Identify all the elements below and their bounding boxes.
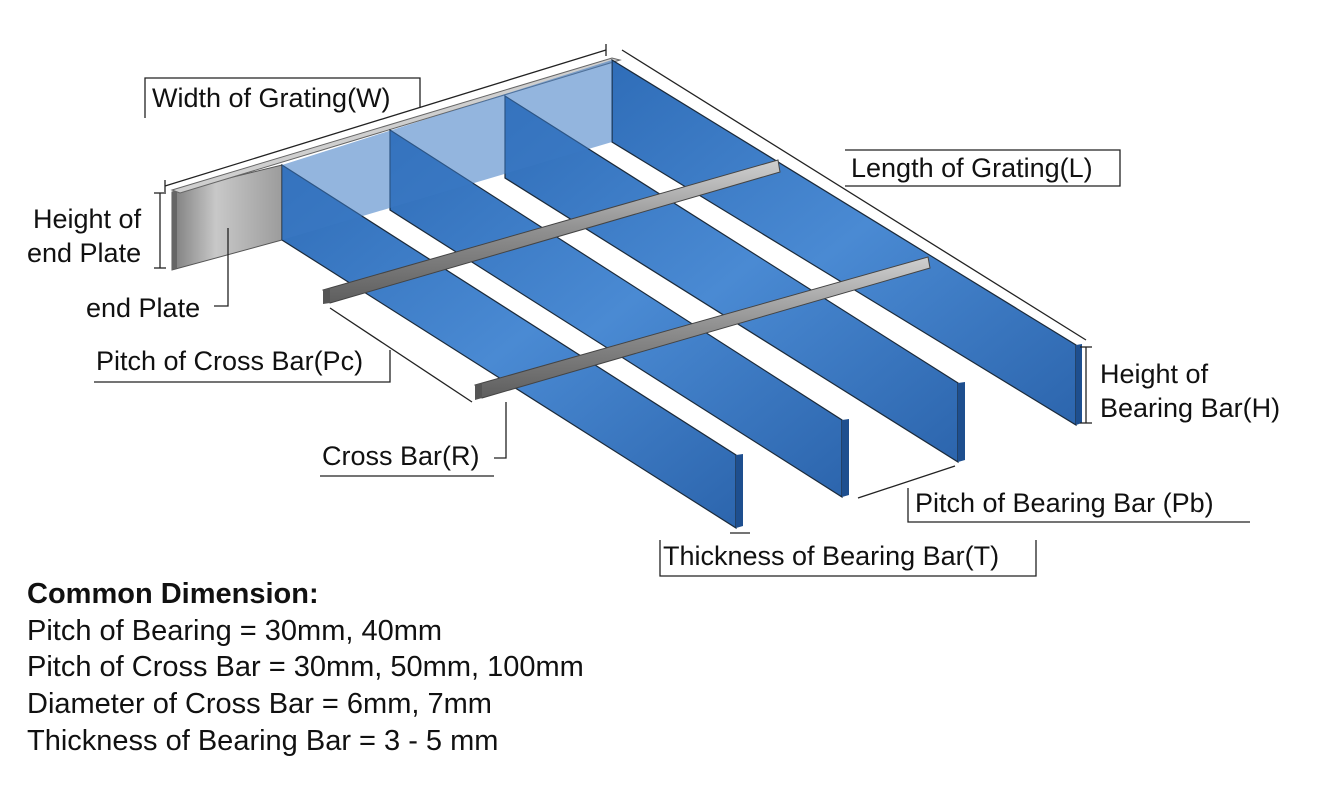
label-height-of-end-plate-1: Height of: [33, 204, 142, 234]
label-thickness-of-bearing-bar: Thickness of Bearing Bar(T): [663, 541, 999, 571]
back-shelf: [282, 60, 612, 240]
end-plate-graphic: [171, 164, 283, 271]
spec-line-3: Diameter of Cross Bar = 6mm, 7mm: [27, 688, 492, 720]
cross-bar-2: [474, 256, 931, 400]
label-pitch-of-bearing-bar: Pitch of Bearing Bar (Pb): [915, 488, 1214, 518]
top-edge-plate: [170, 57, 622, 194]
label-length-of-grating: Length of Grating(L): [851, 153, 1093, 183]
label-cross-bar: Cross Bar(R): [322, 441, 480, 471]
spec-line-1: Pitch of Bearing = 30mm, 40mm: [27, 615, 442, 647]
common-dimension-title: Common Dimension:: [27, 578, 319, 610]
spec-line-2: Pitch of Cross Bar = 30mm, 50mm, 100mm: [27, 651, 584, 683]
label-height-of-end-plate-2: end Plate: [27, 238, 141, 268]
spec-line-4: Thickness of Bearing Bar = 3 - 5 mm: [27, 725, 498, 757]
common-dimension-block: Common Dimension: Pitch of Bearing = 30m…: [27, 578, 584, 757]
label-height-of-bearing-bar-2: Bearing Bar(H): [1100, 393, 1280, 423]
dimension-lines: [94, 44, 1250, 577]
label-end-plate: end Plate: [86, 293, 200, 323]
cross-bar-1: [322, 159, 781, 304]
label-height-of-bearing-bar-1: Height of: [1100, 359, 1209, 389]
label-pitch-of-cross-bar: Pitch of Cross Bar(Pc): [96, 346, 363, 376]
label-width-of-grating: Width of Grating(W): [152, 83, 391, 113]
